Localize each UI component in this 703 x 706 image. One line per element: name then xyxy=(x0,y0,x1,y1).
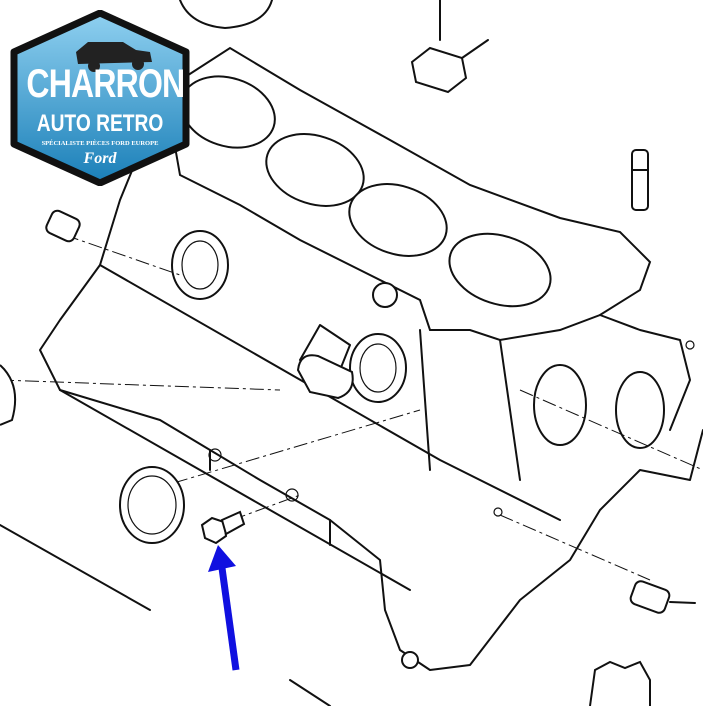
side-bore-2 xyxy=(615,371,665,449)
oil-pump-boss xyxy=(296,354,354,400)
cam-plug xyxy=(372,282,398,308)
indicator-arrow xyxy=(208,545,240,671)
dowel-pin xyxy=(631,149,649,211)
logo-ford-brand: Ford xyxy=(83,150,117,167)
crankshaft-seal xyxy=(119,466,185,544)
left-seal-partial xyxy=(0,364,16,426)
lower-outline xyxy=(0,524,331,706)
side-bore-1 xyxy=(533,364,587,446)
stud-left xyxy=(45,209,81,243)
bearing-housing-1 xyxy=(171,230,229,300)
car-icon xyxy=(76,42,152,72)
bolt-part xyxy=(200,510,246,545)
bottom-right-part xyxy=(589,660,651,706)
top-part-outline xyxy=(179,0,273,29)
block-rib xyxy=(299,324,521,481)
block-side xyxy=(39,89,703,671)
temperature-sender xyxy=(410,0,489,94)
charron-auto-retro-logo: CHARRON AUTO RETRO SPÉCIALISTE PIÈCES FO… xyxy=(8,10,192,186)
logo-name-line1: CHARRON xyxy=(26,62,185,106)
logo-name-line2: AUTO RETRO xyxy=(36,110,164,137)
cylinder-bore-4 xyxy=(448,232,552,308)
block-skirt xyxy=(59,264,561,591)
cylinder-bore-2 xyxy=(265,133,365,207)
stud-right xyxy=(629,580,696,614)
logo-tagline: SPÉCIALISTE PIÈCES FORD EUROPE xyxy=(41,140,159,147)
bearing-housing-2 xyxy=(349,333,407,403)
cylinder-bore-3 xyxy=(348,183,448,257)
